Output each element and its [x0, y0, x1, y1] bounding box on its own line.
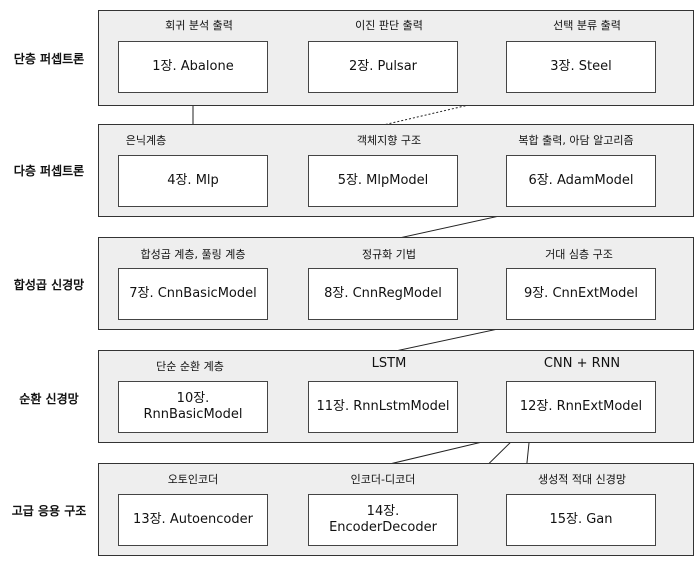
node-adam-model: 6장. AdamModel [506, 155, 656, 207]
caption-lstm: LSTM [371, 356, 407, 371]
row-label-rnn: 순환 신경망 [19, 392, 79, 406]
caption-object-structure: 객체지향 구조 [356, 134, 422, 147]
caption-cnn-rnn: CNN + RNN [543, 356, 621, 371]
node-autoencoder: 13장. Autoencoder [118, 494, 268, 546]
node-cnn-basic-model: 7장. CnnBasicModel [118, 268, 268, 320]
caption-adam: 복합 출력, 아담 알고리즘 [518, 134, 634, 147]
caption-conv-pool: 합성곱 계층, 풀링 계층 [140, 248, 246, 261]
caption-deep-structure: 거대 심층 구조 [545, 248, 613, 261]
node-rnn-basic-model-line2: RnnBasicModel [143, 407, 243, 422]
node-encoder-decoder-line2: EncoderDecoder [329, 520, 437, 535]
caption-selection-output: 선택 분류 출력 [553, 19, 621, 32]
node-encoder-decoder: 14장. EncoderDecoder [308, 494, 458, 546]
caption-encoder-decoder: 인코더-디코더 [350, 473, 416, 486]
node-rnn-basic-model: 10장. RnnBasicModel [118, 381, 268, 433]
caption-simple-recurrent: 단순 순환 계층 [156, 360, 224, 373]
caption-autoencoder: 오토인코더 [167, 473, 219, 486]
caption-gan: 생성적 적대 신경망 [538, 473, 626, 486]
caption-hidden-layer: 은닉계층 [125, 134, 167, 147]
row-label-single-layer: 단층 퍼셉트론 [13, 52, 85, 66]
node-gan: 15장. Gan [506, 494, 656, 546]
node-cnn-reg-model: 8장. CnnRegModel [308, 268, 458, 320]
caption-regression-output: 회귀 분석 출력 [165, 19, 233, 32]
node-rnn-basic-model-line1: 10장. [176, 391, 210, 406]
caption-binary-output: 이진 판단 출력 [355, 19, 423, 32]
node-rnn-lstm-model: 11장. RnnLstmModel [308, 381, 458, 433]
row-label-multi-layer: 다층 퍼셉트론 [13, 164, 85, 178]
node-encoder-decoder-line1: 14장. [366, 504, 400, 519]
node-mlp-model: 5장. MlpModel [308, 155, 458, 207]
node-rnn-ext-model: 12장. RnnExtModel [506, 381, 656, 433]
row-label-cnn: 합성곱 신경망 [13, 278, 85, 292]
node-abalone: 1장. Abalone [118, 41, 268, 93]
node-cnn-ext-model: 9장. CnnExtModel [506, 268, 656, 320]
node-mlp: 4장. Mlp [118, 155, 268, 207]
node-steel: 3장. Steel [506, 41, 656, 93]
caption-regularization: 정규화 기법 [361, 248, 417, 261]
node-pulsar: 2장. Pulsar [308, 41, 458, 93]
row-label-advanced: 고급 응용 구조 [11, 504, 87, 518]
